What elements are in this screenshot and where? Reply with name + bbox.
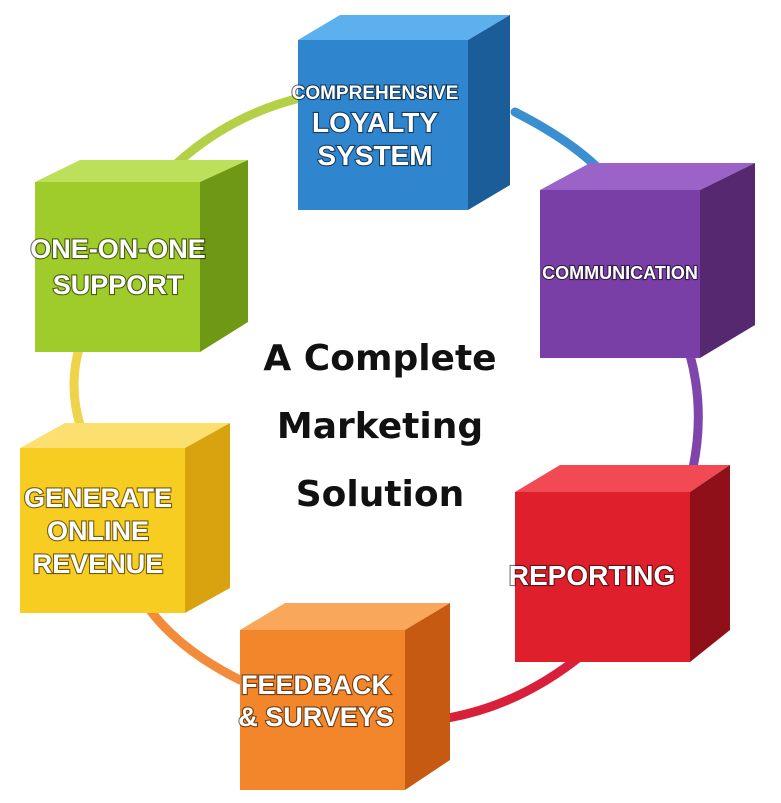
cube-revenue-front — [20, 448, 185, 613]
cube-support: ONE-ON-ONE SUPPORT — [29, 160, 248, 352]
cube-feedback-top — [240, 603, 450, 630]
cube-reporting-front — [515, 492, 690, 662]
cube-revenue-label-line2: ONLINE — [47, 516, 149, 546]
cube-support-side — [200, 160, 248, 352]
cube-revenue-top — [20, 423, 230, 448]
ring-segment-communication-reporting — [685, 350, 703, 473]
cube-feedback-label-line2: & SURVEYS — [238, 702, 394, 732]
cube-support-label-line1: ONE-ON-ONE — [30, 234, 206, 264]
ring-segment-reporting-feedback — [443, 650, 587, 723]
ring-segment-loyalty-communication — [510, 107, 605, 175]
cube-reporting-top — [515, 465, 730, 492]
cube-communication: COMMUNICATION — [540, 163, 755, 358]
cube-loyalty-label-line3: SYSTEM — [317, 140, 432, 171]
cube-reporting-label-line1: REPORTING — [509, 560, 675, 591]
cube-revenue-label-line1: GENERATE — [24, 483, 172, 513]
cube-feedback-label-line1: FEEDBACK — [241, 670, 392, 700]
cube-communication-front — [540, 190, 700, 358]
cube-feedback-front — [240, 630, 405, 790]
cube-loyalty-front — [298, 40, 468, 210]
center-title: A Complete Marketing Solution — [263, 338, 496, 515]
cube-revenue-label-line3: REVENUE — [33, 549, 164, 579]
cube-communication-top — [540, 163, 755, 190]
cube-support-front — [35, 182, 200, 352]
cube-communication-side — [700, 163, 755, 358]
cube-revenue: GENERATE ONLINE REVENUE — [20, 423, 230, 613]
cube-feedback: FEEDBACK & SURVEYS — [237, 603, 450, 790]
center-title-line1: A Complete — [263, 338, 496, 379]
ring-segment-feedback-revenue — [145, 605, 245, 685]
ring-segment-revenue-support — [69, 340, 85, 430]
cube-loyalty-side — [468, 15, 510, 210]
cube-feedback-side — [405, 603, 450, 790]
ring-segment-support-loyalty — [170, 93, 305, 170]
cube-loyalty: COMPREHENSIVE LOYALTY SYSTEM — [290, 15, 510, 210]
cube-support-top — [35, 160, 248, 182]
cube-loyalty-label-line1: COMPREHENSIVE — [292, 83, 459, 104]
center-title-line3: Solution — [296, 474, 465, 515]
center-title-line2: Marketing — [277, 406, 483, 447]
cube-communication-label-line1: COMMUNICATION — [542, 263, 698, 283]
cube-support-label-line2: SUPPORT — [53, 270, 184, 300]
cube-revenue-side — [185, 423, 230, 613]
cube-loyalty-top — [298, 15, 510, 40]
cube-reporting: REPORTING — [508, 465, 730, 662]
cube-reporting-side — [690, 465, 730, 662]
cube-loyalty-label-line2: LOYALTY — [312, 107, 438, 138]
ring — [69, 93, 703, 723]
